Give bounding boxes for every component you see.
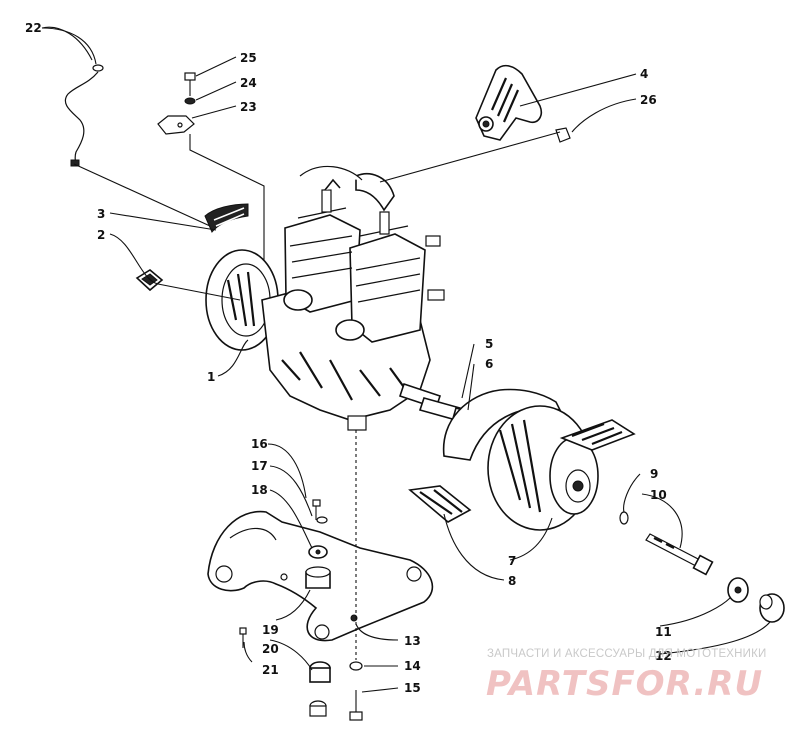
callout-6: 6 xyxy=(485,357,493,371)
callout-1: 1 xyxy=(207,370,215,384)
part-21-screw xyxy=(239,627,247,648)
callout-22: 22 xyxy=(25,21,42,35)
callout-25: 25 xyxy=(240,51,257,65)
part-10-bolt xyxy=(645,533,714,576)
callout-15: 15 xyxy=(404,681,421,695)
part-20-lower-mount xyxy=(309,661,331,717)
callout-11: 11 xyxy=(655,625,672,639)
part-18-bushing xyxy=(308,545,328,559)
part-4-air-silencer xyxy=(475,64,543,141)
part-19-mount xyxy=(305,566,331,589)
callout-labels: 22 25 24 23 4 26 3 2 1 5 6 9 10 7 8 16 1… xyxy=(25,21,672,695)
part-22-tether-cord xyxy=(41,27,104,167)
part-24-washer xyxy=(184,97,196,105)
part-9-washer xyxy=(619,511,629,525)
callout-8: 8 xyxy=(508,574,516,588)
part-2-label xyxy=(135,269,164,292)
part-12-cap xyxy=(759,593,785,623)
callout-3: 3 xyxy=(97,207,105,221)
callout-24: 24 xyxy=(240,76,257,90)
leader-lines xyxy=(41,26,771,693)
part-15-bolt xyxy=(349,690,363,721)
part-14-washer xyxy=(349,661,363,671)
watermark-caption: ЗАПЧАСТИ И АКСЕССУАРЫ ДЛЯ МОТОТЕХНИКИ xyxy=(487,648,767,660)
callout-26: 26 xyxy=(640,93,657,107)
watermark-logo: PARTSFOR.RU xyxy=(486,664,764,704)
callout-9: 9 xyxy=(650,467,658,481)
callout-2: 2 xyxy=(97,228,105,242)
callout-4: 4 xyxy=(640,67,648,81)
part-17-washer xyxy=(316,516,328,524)
part-1-engine xyxy=(205,165,445,431)
part-26-clip xyxy=(555,127,571,143)
callout-16: 16 xyxy=(251,437,268,451)
callout-7: 7 xyxy=(508,554,516,568)
part-23-bracket xyxy=(157,115,195,135)
callout-5: 5 xyxy=(485,337,493,351)
callout-12: 12 xyxy=(655,649,672,663)
part-3-decal xyxy=(204,203,249,233)
callout-21: 21 xyxy=(262,663,279,677)
callout-13: 13 xyxy=(404,634,421,648)
callout-19: 19 xyxy=(262,623,279,637)
callout-20: 20 xyxy=(262,642,279,656)
callout-17: 17 xyxy=(251,459,268,473)
callout-23: 23 xyxy=(240,100,257,114)
callout-18: 18 xyxy=(251,483,268,497)
callout-14: 14 xyxy=(404,659,421,673)
part-25-bolt xyxy=(184,72,196,96)
part-16-screw xyxy=(312,499,321,520)
callout-10: 10 xyxy=(650,488,667,502)
part-7-drive-clutch xyxy=(408,388,636,531)
part-11-lockwasher xyxy=(727,577,749,603)
